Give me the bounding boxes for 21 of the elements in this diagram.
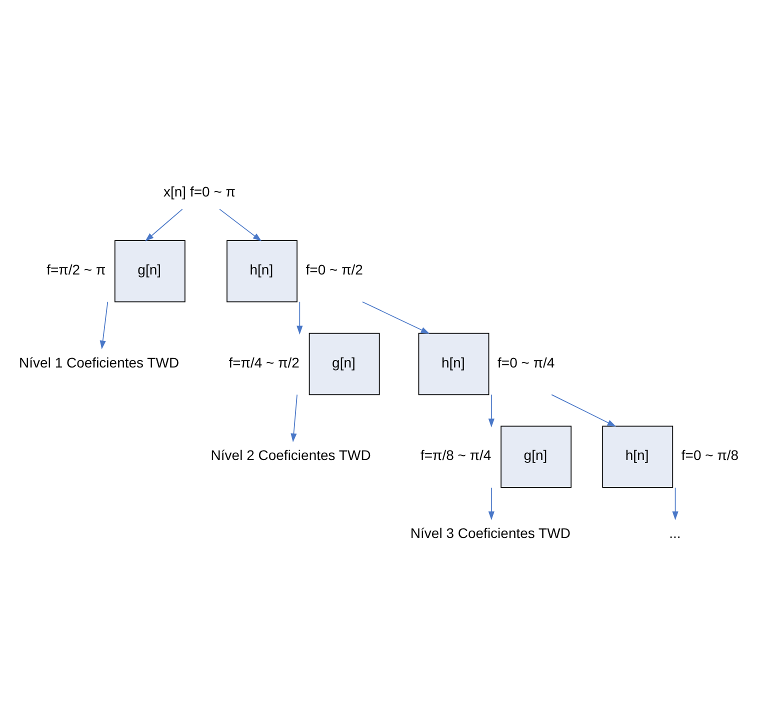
node-text: x[n] f=0 ~ π: [164, 183, 236, 200]
arrow: [290, 394, 298, 442]
node-text: Nível 2 Coeficientes TWD: [210, 446, 371, 463]
arrow: [100, 300, 108, 349]
arrow: [488, 394, 494, 427]
node-label: f=π/8 ~ π/4: [420, 446, 492, 463]
node-text: Nível 1 Coeficientes TWD: [19, 354, 180, 370]
arrow: [219, 208, 262, 241]
arrow: [362, 300, 430, 334]
node-label: f=0 ~ π/4: [498, 354, 555, 370]
node-text: ...: [669, 524, 681, 541]
node-text: Nível 3 Coeficientes TWD: [410, 524, 570, 541]
node-label: f=π/2 ~ π: [46, 261, 106, 278]
arrow: [672, 486, 678, 520]
arrow: [145, 208, 183, 241]
arrow: [296, 300, 303, 334]
arrow: [551, 394, 616, 426]
node-label: f=0 ~ π/8: [681, 446, 739, 463]
node-label: f=0 ~ π/2: [306, 261, 363, 278]
arrow: [488, 486, 494, 520]
node-label: f=π/4 ~ π/2: [228, 354, 300, 370]
